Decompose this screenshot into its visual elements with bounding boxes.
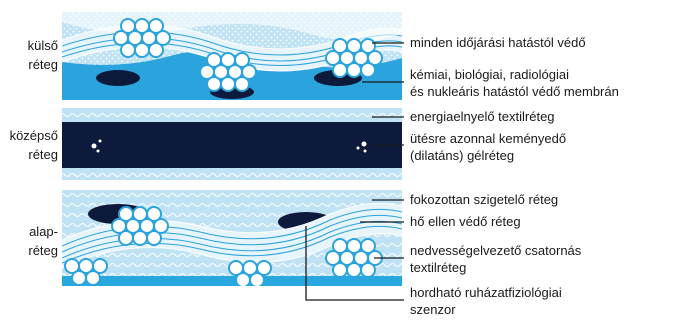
annotation-line: ütésre azonnal keményedő [410, 130, 566, 147]
annotation-energy-absorbing: energiaelnyelő textilréteg [410, 109, 555, 125]
annotation-line: szenzor [410, 301, 562, 318]
middle-layer-label: középső réteg [4, 126, 58, 164]
outer-layer [62, 12, 402, 100]
base-layer [62, 190, 402, 287]
annotation-heat: hő ellen védő réteg [410, 214, 521, 230]
annotation-line: (dilatáns) gélréteg [410, 147, 566, 164]
annotation-line: minden időjárási hatástól védő [410, 35, 586, 51]
outer-layer-label-line2: réteg [20, 55, 58, 74]
annotation-insulating: fokozottan szigetelő réteg [410, 192, 558, 208]
middle-layer-label-line1: középső [4, 126, 58, 145]
outer-layer-label-line1: külső [20, 36, 58, 55]
outer-layer-label: külső réteg [20, 36, 58, 74]
annotation-line: energiaelnyelő textilréteg [410, 109, 555, 125]
annotation-line: nedvességelvezető csatornás [410, 242, 581, 259]
annotation-line: hő ellen védő réteg [410, 214, 521, 230]
annotation-weather: minden időjárási hatástól védő [410, 35, 586, 51]
middle-layer [62, 108, 402, 180]
middle-layer-label-line2: réteg [4, 145, 58, 164]
base-layer-label-line2: réteg [20, 241, 58, 260]
base-layer-label-line1: alap- [20, 222, 58, 241]
annotation-line: és nukleáris hatástól védő membrán [410, 83, 619, 100]
annotation-line: textilréteg [410, 259, 581, 276]
annotation-sensor: hordható ruházatfiziológiai szenzor [410, 284, 562, 318]
annotation-line: kémiai, biológiai, radiológiai [410, 66, 619, 83]
annotation-gel: ütésre azonnal keményedő (dilatáns) gélr… [410, 130, 566, 164]
base-layer-label: alap- réteg [20, 222, 58, 260]
annotation-membrane: kémiai, biológiai, radiológiai és nukleá… [410, 66, 619, 100]
annotation-line: fokozottan szigetelő réteg [410, 192, 558, 208]
annotation-moisture: nedvességelvezető csatornás textilréteg [410, 242, 581, 276]
annotation-line: hordható ruházatfiziológiai [410, 284, 562, 301]
